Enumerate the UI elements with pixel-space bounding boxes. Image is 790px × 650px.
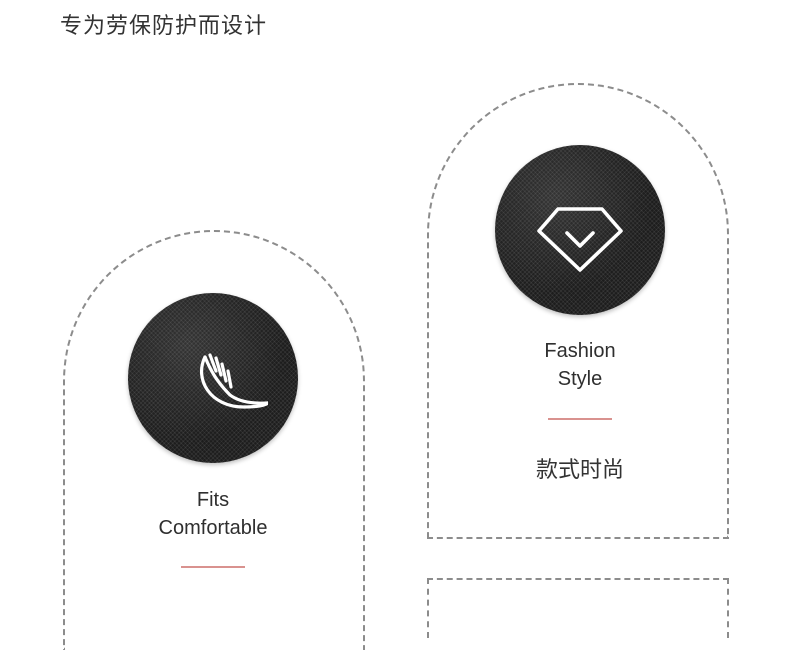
feature-divider bbox=[181, 566, 245, 568]
feature-title-line1: Fits bbox=[196, 489, 230, 511]
feature-card-comfort bbox=[63, 230, 365, 650]
feature-badge-style bbox=[495, 145, 665, 315]
feature-title-line2: Style bbox=[557, 368, 603, 390]
feature-title-style: Fashion Style bbox=[480, 337, 680, 393]
feature-badge-comfort bbox=[128, 293, 298, 463]
feature-card-style bbox=[427, 83, 729, 539]
feature-title-comfort: Fits Comfortable bbox=[113, 486, 313, 542]
diamond-icon bbox=[537, 207, 623, 272]
feature-title-cn: 款式时尚 bbox=[535, 458, 624, 483]
feature-title-line2: Comfortable bbox=[158, 517, 268, 539]
feature-title-line1: Fashion bbox=[544, 340, 616, 362]
page-title: 专为劳保防护而设计 bbox=[60, 14, 268, 39]
feature-divider bbox=[548, 418, 612, 420]
feature-card-next bbox=[427, 578, 729, 638]
feather-icon bbox=[199, 353, 268, 409]
